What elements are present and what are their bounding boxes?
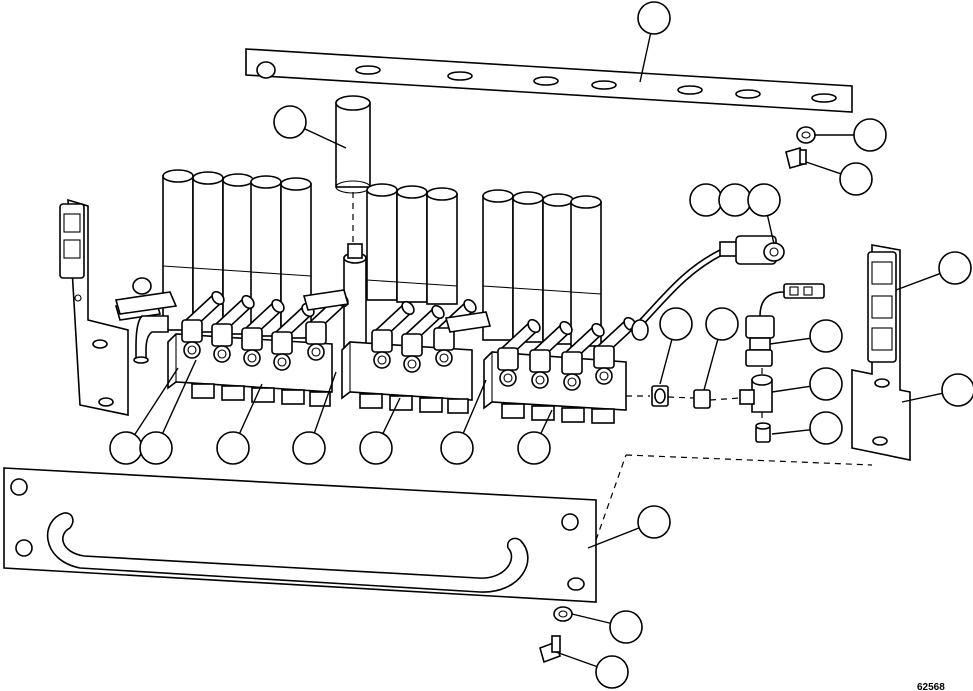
solenoid-valve (401, 304, 445, 373)
callout-balloon (814, 118, 887, 152)
solenoid-valve (593, 316, 637, 385)
top-accumulator (335, 95, 371, 250)
solenoid-valve (529, 320, 573, 389)
callout-balloon (689, 183, 723, 217)
callout-balloon (747, 183, 781, 245)
accumulator-cylinders (162, 169, 602, 349)
callout-balloon (555, 651, 629, 689)
figure-code: 62568 (917, 682, 945, 691)
callout-balloon (703, 307, 739, 391)
callout-balloons (109, 1, 973, 689)
accumulator-cylinder (512, 191, 544, 343)
right-hardware (785, 126, 816, 169)
left-elbow-pipe (114, 277, 178, 364)
solenoid-valves (114, 289, 637, 391)
solenoid-valve (433, 298, 477, 367)
top-rail (245, 48, 853, 113)
accumulator-cylinder (366, 183, 398, 301)
callout-balloon (139, 359, 197, 465)
callout-balloon (216, 383, 263, 465)
callout-balloon (901, 373, 973, 407)
small-fittings (626, 368, 763, 424)
manifold-block-right (483, 351, 627, 424)
accumulator-cylinder (426, 187, 458, 305)
right-bracket (851, 244, 911, 461)
solenoid-valve (561, 322, 605, 391)
callout-balloon (637, 1, 671, 83)
left-bracket (59, 198, 129, 416)
valve-cartridge (444, 311, 492, 333)
callout-balloon (273, 105, 347, 149)
solenoid-valve (241, 298, 285, 367)
plug (755, 422, 771, 443)
solenoid-valve (371, 300, 415, 369)
callout-balloon (571, 610, 643, 644)
callout-balloon (587, 505, 671, 549)
valve-cartridge (302, 289, 350, 311)
callout-balloon (771, 367, 843, 401)
callout-balloon (769, 319, 843, 353)
accumulator-cylinder (482, 189, 514, 341)
callout-balloon (109, 367, 179, 465)
callout-balloon (718, 183, 752, 217)
callout-balloon (440, 379, 487, 465)
callout-balloon (659, 307, 693, 385)
solenoid-valve (497, 318, 541, 387)
callout-balloon (895, 251, 972, 291)
elbow-fitting (739, 374, 773, 413)
solenoid-valve (211, 294, 255, 363)
callout-balloon (805, 161, 873, 196)
solenoid-valve (181, 290, 225, 359)
accumulator-cylinder (542, 193, 574, 345)
callout-balloon (517, 409, 553, 465)
callout-balloon (292, 371, 337, 465)
pressure-sensor-cable (629, 235, 785, 341)
riser-fitting (343, 243, 367, 349)
accumulator-cylinder (396, 185, 428, 303)
pressure-switch (745, 283, 825, 367)
bottom-hardware (539, 606, 573, 664)
callout-balloon (359, 397, 401, 465)
front-panel (3, 467, 597, 603)
callout-balloon (771, 411, 843, 445)
